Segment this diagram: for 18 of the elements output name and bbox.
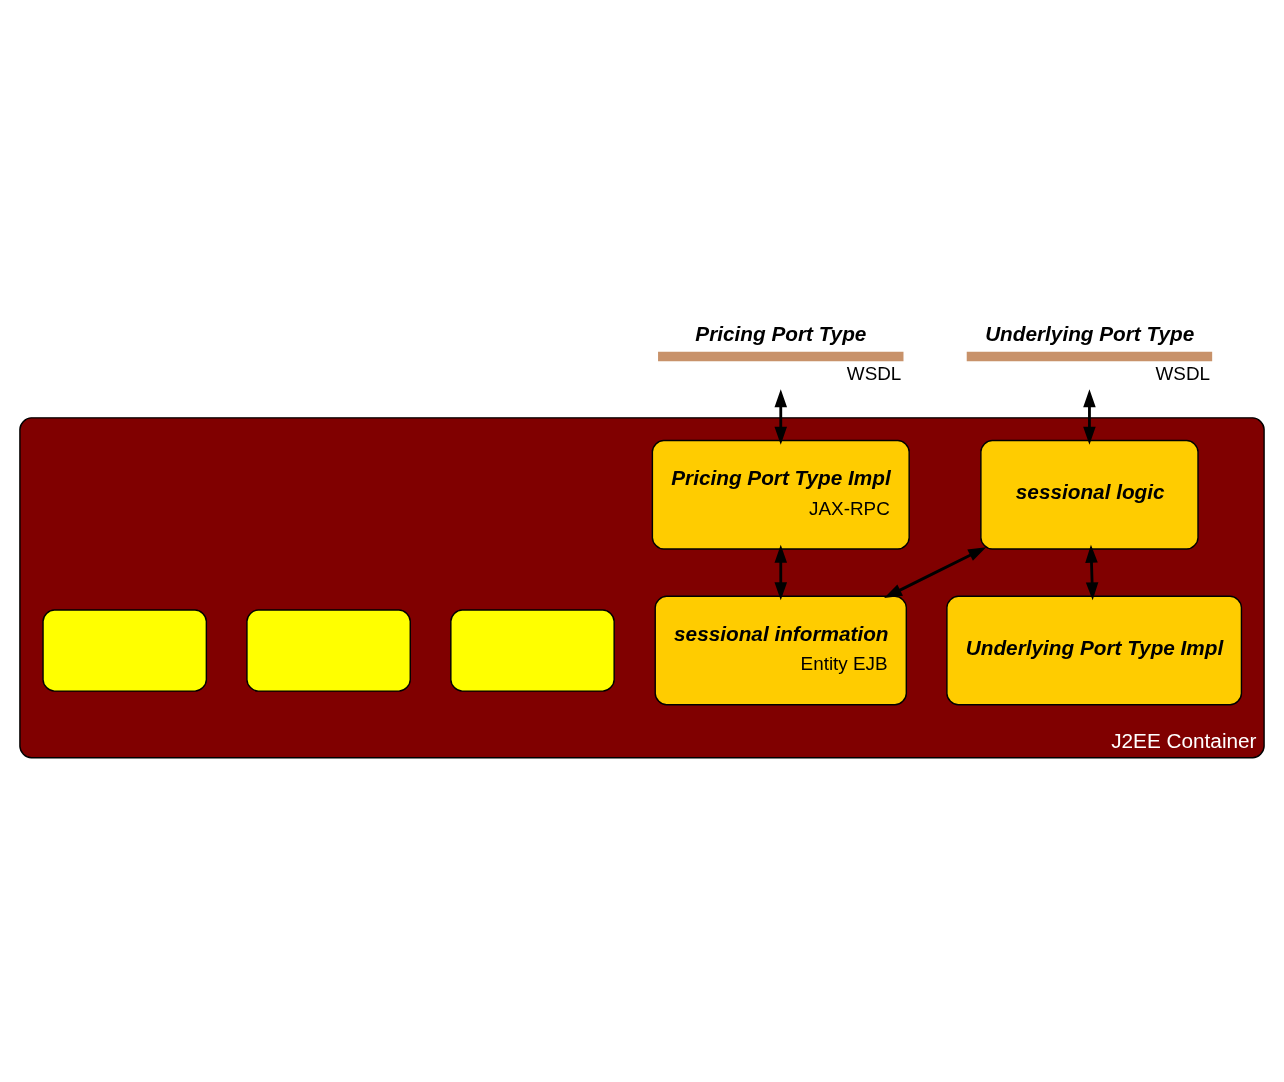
arrow bbox=[1085, 544, 1099, 600]
node-label: WSDL bbox=[1155, 362, 1211, 384]
node-box: sessional logic bbox=[980, 439, 1199, 550]
node-box bbox=[246, 608, 411, 692]
node-box bbox=[966, 351, 1213, 361]
arrow bbox=[884, 546, 987, 598]
node-box: Pricing Port Type Impl JAX-RPC bbox=[651, 439, 910, 550]
node-box bbox=[42, 608, 208, 692]
node-label: Pricing Port Type bbox=[695, 321, 867, 345]
arrow bbox=[774, 544, 788, 600]
node-label: WSDL bbox=[846, 362, 902, 384]
arrow bbox=[1083, 388, 1096, 445]
node-box bbox=[450, 608, 615, 692]
node-box bbox=[658, 351, 904, 361]
node-box: Underlying Port Type Impl bbox=[946, 595, 1243, 705]
arrow bbox=[774, 388, 788, 445]
node-box: sessional information Entity EJB bbox=[654, 595, 908, 705]
node-label: Underlying Port Type bbox=[985, 321, 1195, 345]
